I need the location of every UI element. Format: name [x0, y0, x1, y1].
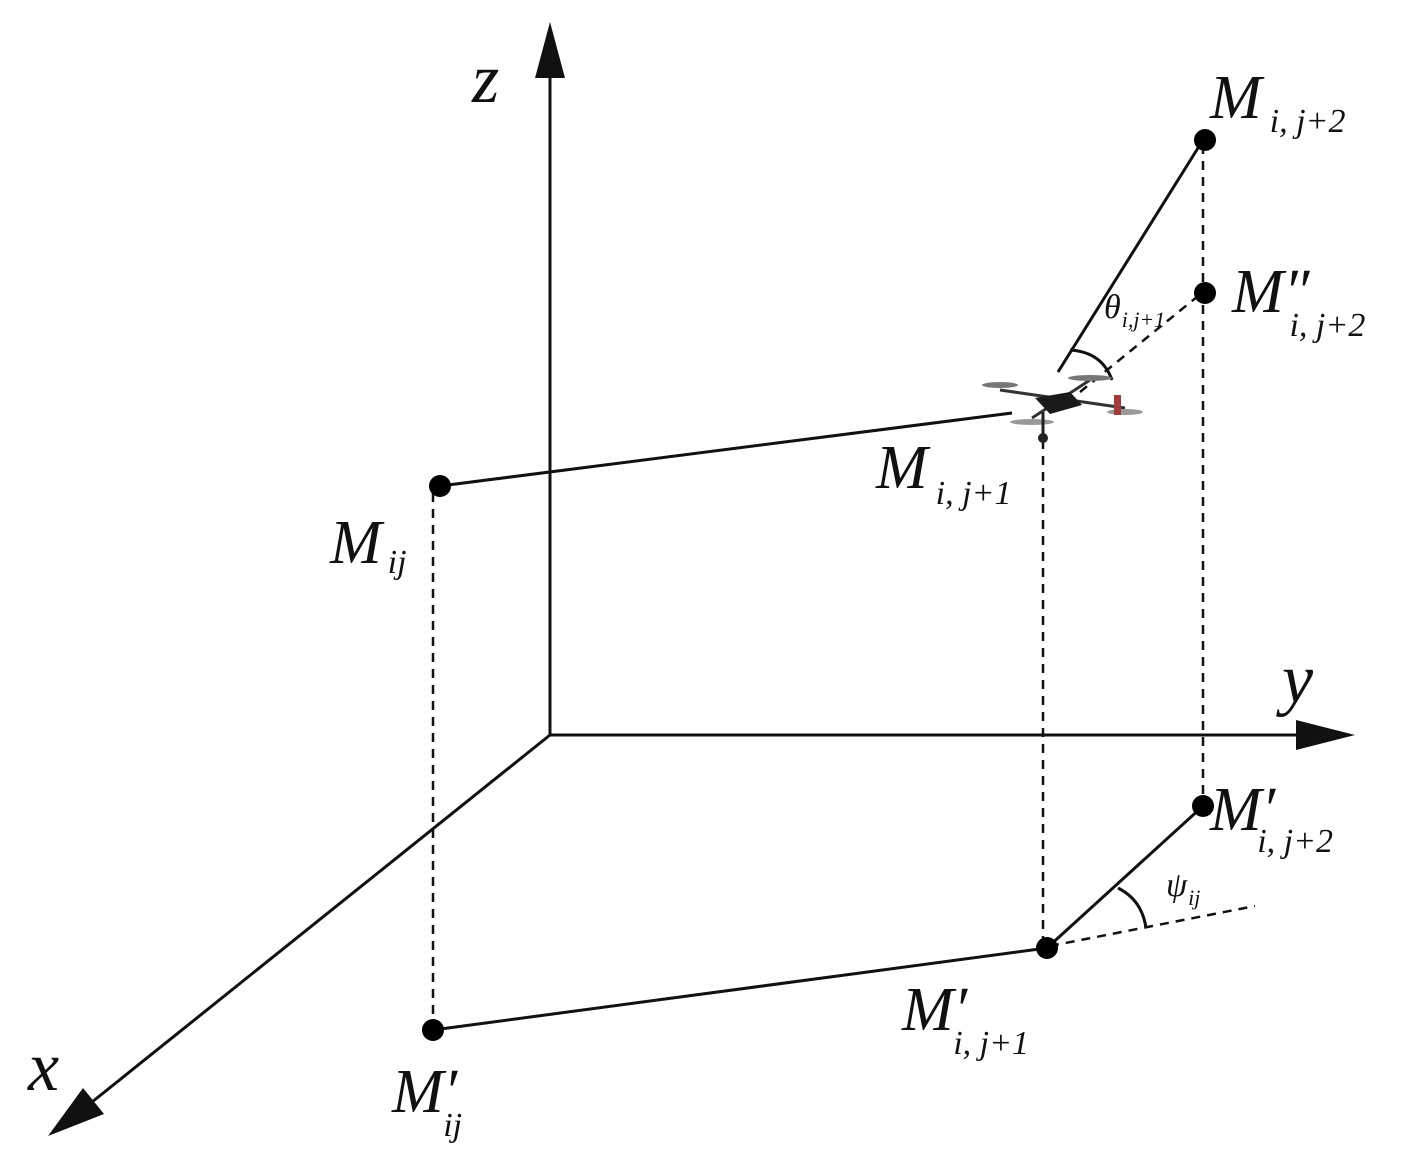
point-m-prime-ij: [422, 1019, 444, 1041]
trajectory-lines: [432, 139, 1205, 1032]
y-axis-arrowhead: [1296, 720, 1355, 750]
z-axis-label: z: [471, 41, 499, 118]
dashed-projection-lines: [431, 145, 1256, 1028]
segment-proj-mij1-to-mij2: [1045, 804, 1205, 950]
x-axis-arrowhead: [48, 1088, 104, 1136]
dashed-horizontal-ref-lower: [1049, 904, 1256, 948]
point-m-prime-ij1: [1036, 937, 1058, 959]
psi-angle-arc: [1117, 886, 1148, 929]
segment-mij-to-mij1: [439, 411, 1013, 488]
label-m-prime-ij: M′ij: [391, 1058, 462, 1144]
label-m-prime-ij1: M′i, j+1: [901, 976, 1029, 1062]
segment-mij1-to-mij2: [1056, 139, 1205, 373]
x-axis-label: x: [27, 1029, 59, 1106]
point-m-ij2: [1194, 129, 1216, 151]
point-m-prime-ij2: [1192, 795, 1214, 817]
z-axis-arrowhead: [535, 22, 565, 78]
coordinate-axes: [48, 22, 1355, 1136]
label-theta: θi,j+1: [1104, 289, 1165, 332]
segment-proj-mij-to-mij1: [432, 946, 1048, 1032]
theta-angle-arc: [1069, 348, 1114, 381]
label-m-ij2-double-prime: M″i, j+2: [1231, 258, 1365, 344]
point-m-ij: [429, 475, 451, 497]
label-psi: ψij: [1166, 867, 1200, 910]
points: [422, 129, 1216, 1041]
drone-icon: [982, 375, 1143, 443]
point-m-ij2-double-prime: [1194, 282, 1216, 304]
dashed-horizontal-ref-upper: [1079, 291, 1204, 393]
x-axis-line: [91, 733, 551, 1104]
y-axis-label: y: [1276, 641, 1314, 718]
label-m-prime-ij2: M′i, j+2: [1209, 776, 1333, 860]
